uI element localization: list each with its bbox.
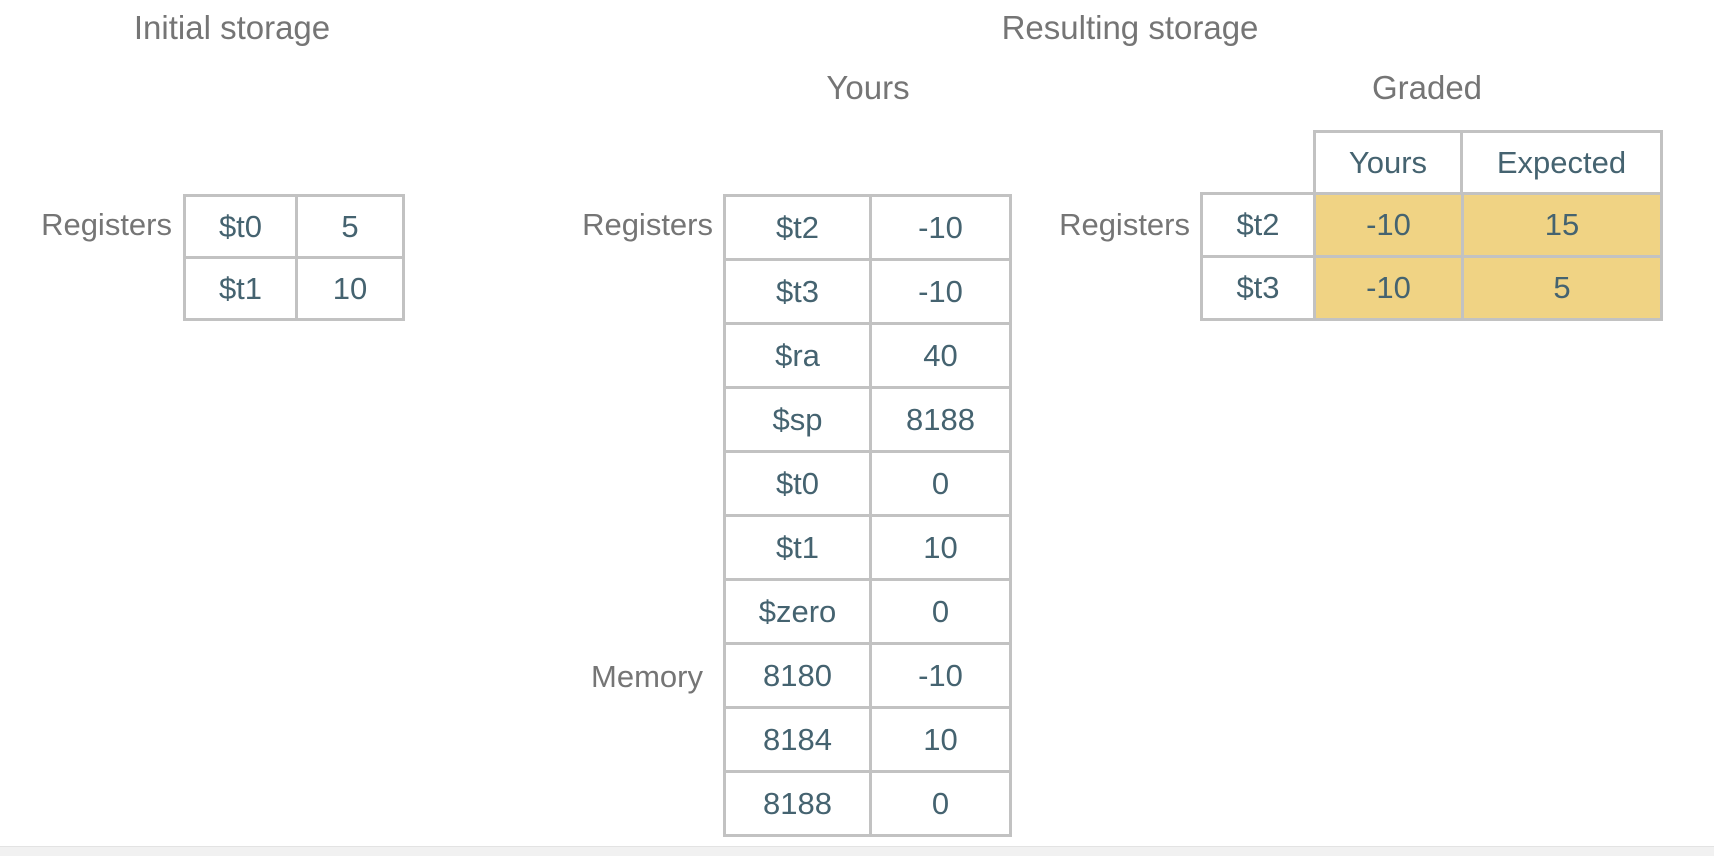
register-value-cell: -10: [872, 261, 1009, 322]
register-name-cell: $t3: [726, 261, 869, 322]
register-name-cell: $t0: [186, 197, 295, 256]
yours-registers-label: Registers: [582, 207, 713, 242]
register-value-cell: 40: [872, 325, 1009, 386]
register-name-cell: $t3: [1203, 258, 1313, 318]
graded-expected-cell: 5: [1464, 258, 1660, 318]
graded-expected-cell: 15: [1464, 195, 1660, 255]
register-name-cell: $t1: [186, 259, 295, 318]
memory-value-cell: -10: [872, 645, 1009, 706]
memory-address-cell: 8184: [726, 709, 869, 770]
graded-yours-column-header: Yours: [1316, 133, 1460, 192]
memory-value-cell: 10: [872, 709, 1009, 770]
initial-storage-heading: Initial storage: [133, 9, 331, 46]
graded-registers-label: Registers: [1059, 207, 1190, 242]
memory-address-cell: 8180: [726, 645, 869, 706]
register-name-cell: $t1: [726, 517, 869, 578]
graded-subheading: Graded: [1371, 69, 1483, 106]
graded-yours-cell: -10: [1316, 258, 1461, 318]
graded-comparison-table: $t2 -10 15 $t3 -10 5: [1200, 192, 1663, 321]
initial-storage-table: $t0 5 $t1 10: [183, 194, 405, 321]
register-value-cell: 10: [298, 259, 402, 318]
register-name-cell: $sp: [726, 389, 869, 450]
resulting-storage-heading: Resulting storage: [1001, 9, 1259, 46]
register-name-cell: $t2: [726, 197, 869, 258]
register-name-cell: $t0: [726, 453, 869, 514]
register-name-cell: $ra: [726, 325, 869, 386]
register-value-cell: -10: [872, 197, 1009, 258]
register-value-cell: 5: [298, 197, 402, 256]
register-value-cell: 0: [872, 453, 1009, 514]
graded-header-row: Yours Expected: [1313, 130, 1663, 192]
register-value-cell: 8188: [872, 389, 1009, 450]
register-name-cell: $t2: [1203, 195, 1313, 255]
yours-subheading: Yours: [826, 69, 910, 106]
initial-registers-label: Registers: [41, 207, 172, 242]
memory-value-cell: 0: [872, 773, 1009, 834]
memory-address-cell: 8188: [726, 773, 869, 834]
section-divider: [0, 846, 1714, 856]
register-value-cell: 0: [872, 581, 1009, 642]
register-value-cell: 10: [872, 517, 1009, 578]
yours-memory-label: Memory: [591, 659, 703, 694]
graded-yours-cell: -10: [1316, 195, 1461, 255]
yours-storage-table: $t2 -10 $t3 -10 $ra 40 $sp 8188 $t0 0 $t…: [723, 194, 1012, 837]
register-name-cell: $zero: [726, 581, 869, 642]
graded-expected-column-header: Expected: [1463, 133, 1660, 192]
